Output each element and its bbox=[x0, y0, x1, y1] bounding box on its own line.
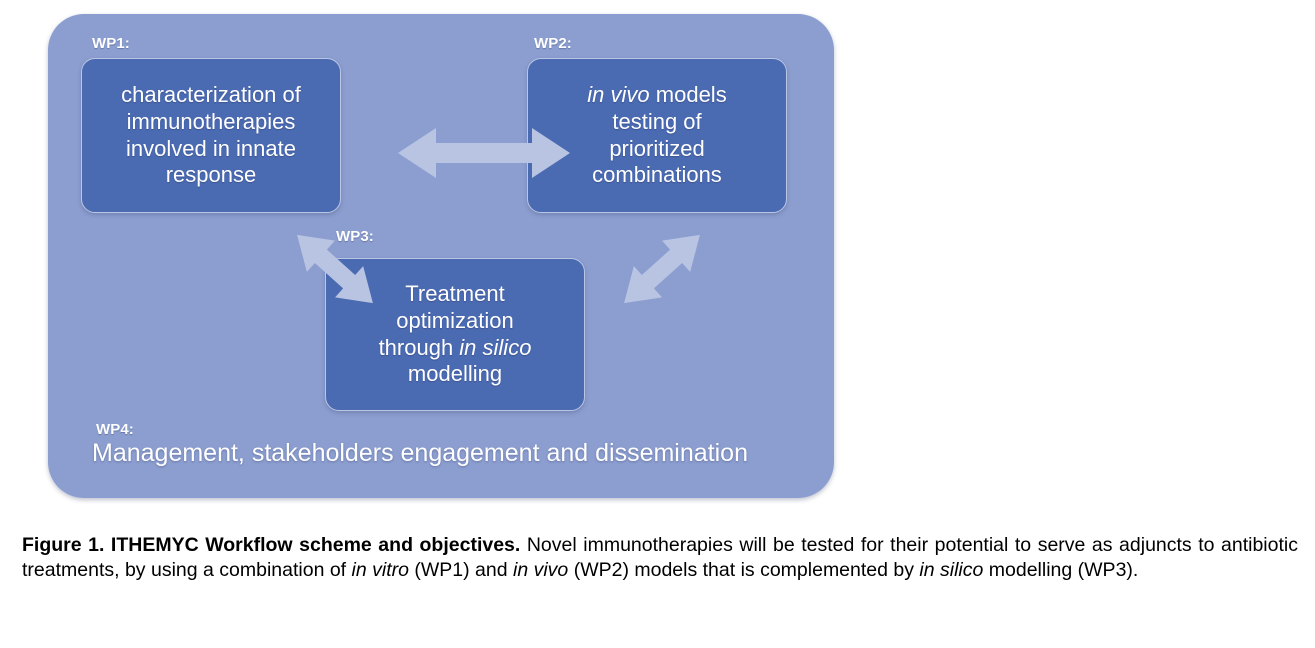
caption-body-2: (WP1) and bbox=[408, 558, 513, 581]
wp3-line-2: optimization bbox=[396, 307, 514, 333]
wp1-line-4: response bbox=[165, 162, 257, 188]
wp3-line-3-prefix: through bbox=[378, 334, 460, 360]
caption-italic-in-vivo: in vivo bbox=[513, 558, 569, 581]
wp4-description: Management, stakeholders engagement and … bbox=[92, 439, 748, 467]
caption-body-3: (WP2) models that is complemented by bbox=[568, 558, 920, 581]
caption-italic-in-vitro: in vitro bbox=[351, 558, 409, 581]
caption-italic-in-silico: in silico bbox=[919, 558, 984, 581]
wp4-label: WP4: bbox=[96, 421, 134, 438]
wp4-outer-container: WP1: characterization of immunotherapies… bbox=[48, 14, 834, 498]
wp3-label: WP3: bbox=[336, 228, 374, 245]
wp3-box-text: Treatment optimization through in silico… bbox=[369, 281, 542, 388]
wp1-line-2: immunotherapies bbox=[126, 108, 296, 134]
wp1-label: WP1: bbox=[92, 35, 130, 52]
wp2-line-1-suffix: models bbox=[649, 81, 727, 107]
wp1-box: characterization of immunotherapies invo… bbox=[81, 58, 341, 213]
wp2-box-text: in vivo models testing of prioritized co… bbox=[577, 82, 736, 189]
wp3-line-1: Treatment bbox=[405, 280, 505, 306]
wp3-line-3-italic: in silico bbox=[459, 334, 532, 360]
caption-body-1: Novel immunotherapies will be tested for… bbox=[22, 534, 1298, 581]
figure-diagram: WP1: characterization of immunotherapies… bbox=[48, 14, 834, 498]
wp1-line-1: characterization of bbox=[121, 81, 301, 107]
wp2-label: WP2: bbox=[534, 35, 572, 52]
caption-body-4: modelling (WP3). bbox=[983, 558, 1139, 581]
wp2-box: in vivo models testing of prioritized co… bbox=[527, 58, 787, 213]
wp2-line-2: testing of bbox=[612, 108, 702, 134]
figure-caption: Figure 1. ITHEMYC Workflow scheme and ob… bbox=[22, 533, 1298, 583]
caption-title: Figure 1. ITHEMYC Workflow scheme and ob… bbox=[22, 534, 521, 556]
wp2-line-3: prioritized bbox=[609, 135, 705, 161]
wp1-line-3: involved in innate bbox=[125, 135, 296, 161]
wp1-box-text: characterization of immunotherapies invo… bbox=[111, 82, 311, 189]
wp3-line-4: modelling bbox=[407, 361, 503, 387]
wp3-box: Treatment optimization through in silico… bbox=[325, 258, 585, 411]
wp2-line-1-italic: in vivo bbox=[587, 81, 650, 107]
wp2-line-4: combinations bbox=[592, 162, 722, 188]
wp2-wp3-double-arrow-icon bbox=[624, 234, 700, 304]
